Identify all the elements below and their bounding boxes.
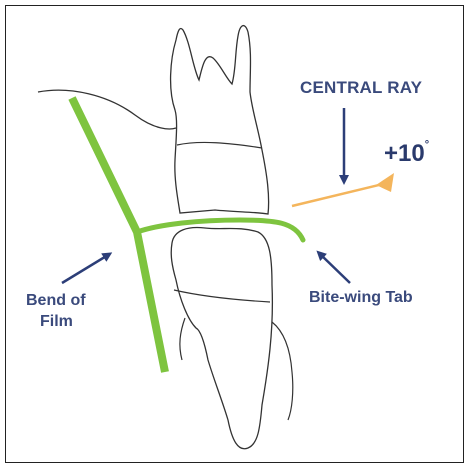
bend-of-film-label-line2: Film bbox=[40, 313, 73, 331]
angle-value: +10 bbox=[384, 140, 425, 167]
neighbor-tooth-right bbox=[272, 322, 293, 420]
lower-tooth bbox=[171, 228, 272, 449]
bend-arrow bbox=[62, 255, 108, 283]
gum-line bbox=[38, 90, 176, 129]
central-ray-beam bbox=[292, 184, 383, 206]
bend-of-film-label-line1: Bend of bbox=[26, 292, 86, 310]
angle-unit: ° bbox=[425, 139, 429, 151]
angle-label: +10° bbox=[384, 140, 429, 168]
upper-tooth bbox=[171, 26, 269, 214]
neighbor-root-left bbox=[180, 318, 185, 360]
central-ray-label: CENTRAL RAY bbox=[300, 78, 422, 98]
central-ray-arrowhead bbox=[376, 173, 394, 192]
film bbox=[72, 98, 165, 372]
bitewing-tab-label: Bite-wing Tab bbox=[309, 289, 413, 307]
tab-arrow bbox=[320, 254, 350, 283]
